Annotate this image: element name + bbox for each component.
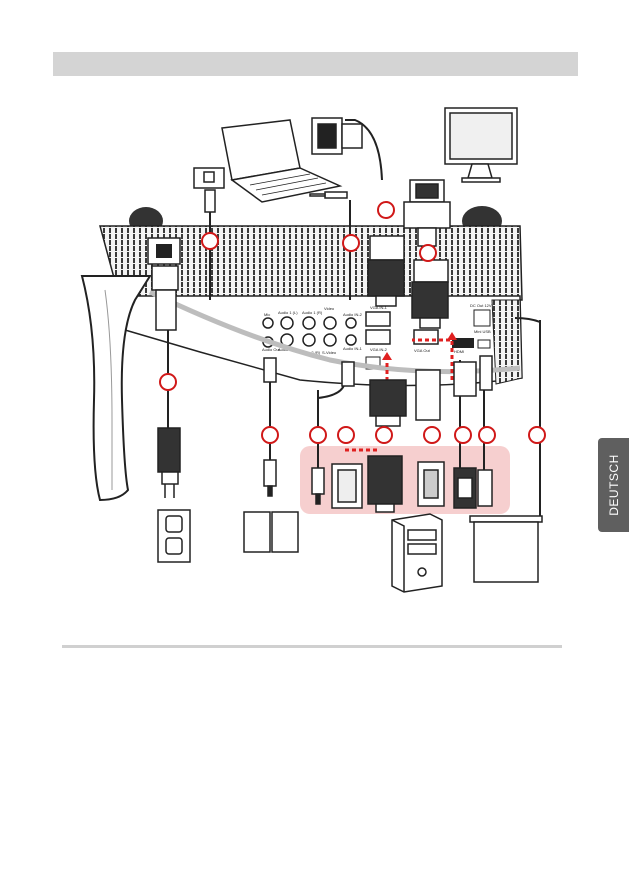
vga-connector-out (411, 259, 449, 329)
port-label: Audio IN-1 (343, 346, 363, 351)
port-label: VGA IN-1 (370, 305, 388, 310)
port-label: Mic (264, 312, 270, 317)
vga-out-port (413, 329, 439, 345)
port-label: Mini USB (474, 329, 491, 334)
callout-circle (454, 426, 472, 444)
serial-plug (417, 461, 445, 507)
power-outlet (157, 509, 191, 563)
callout-circle (337, 426, 355, 444)
hdmi-port (452, 338, 474, 348)
laptop (221, 119, 343, 203)
port-label: DC Out 12V (470, 303, 492, 308)
vga-connector-monitor (403, 179, 451, 247)
port-label: S-Video (322, 350, 337, 355)
language-tab-label: DEUTSCH (606, 454, 621, 516)
callout-circle (377, 201, 395, 219)
speakers (243, 511, 299, 553)
monitor (444, 107, 518, 183)
callout-circle (423, 426, 441, 444)
port-label: Video (324, 306, 335, 311)
callout-circle (201, 232, 219, 250)
language-tab: DEUTSCH (598, 438, 629, 532)
port-label: Audio 1 (R) (302, 310, 323, 315)
vga-plug (367, 455, 403, 513)
section-header-bar (53, 52, 578, 76)
port-label: HDMI (454, 349, 464, 354)
callout-circle (478, 426, 496, 444)
callout-circle (261, 426, 279, 444)
callout-circle (159, 373, 177, 391)
audio-plug (311, 467, 325, 505)
dc-port (473, 309, 491, 327)
vga-connector-in1 (367, 235, 405, 307)
usb-port (477, 339, 491, 349)
projection-screen (469, 515, 543, 583)
vga-port-1 (365, 311, 391, 327)
audio-plug-left (263, 459, 277, 497)
callout-circle (342, 234, 360, 252)
port-label: VGA IN-2 (370, 347, 388, 352)
vga-connector-laptop (311, 117, 363, 155)
callout-circle (528, 426, 546, 444)
port-label: Audio 1 (L) (278, 310, 298, 315)
wall-mount-arm (80, 275, 152, 502)
callout-circle (375, 426, 393, 444)
usb-plug (477, 469, 493, 507)
vga-connector-in2 (369, 379, 407, 427)
port-label: Audio Out (262, 347, 281, 352)
power-plug (151, 265, 181, 498)
audio-jack-top (309, 191, 348, 199)
power-socket (147, 237, 181, 265)
network-plug (193, 167, 225, 213)
port-label: VGA Out (414, 348, 431, 353)
callout-markers (159, 201, 546, 444)
vga-port-2 (365, 329, 391, 345)
port-label: Audio IN-2 (343, 312, 363, 317)
hdmi-plug (453, 467, 477, 509)
section-divider (62, 645, 562, 648)
callout-circle (419, 244, 437, 262)
dvi-plug (331, 463, 363, 509)
pc-tower (391, 513, 443, 593)
mid-plugs (263, 355, 493, 421)
callout-circle (309, 426, 327, 444)
